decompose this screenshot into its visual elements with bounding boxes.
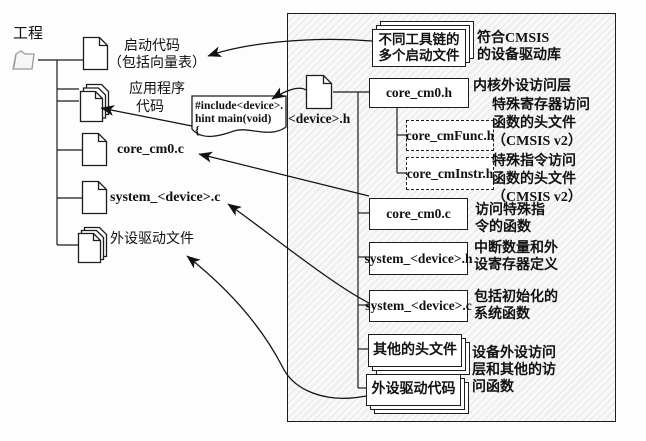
code-snippet-text: #include<device>. hint main(void) { [195, 100, 283, 138]
project-tree-lines [38, 59, 83, 246]
startup-file-icon [82, 36, 109, 71]
annotation-sys-init: 包括初始化的 系统函数 [474, 289, 558, 323]
annotation-dev-access-line1: 设备外设访问 [472, 346, 556, 361]
annotation-dev-access-line3: 问函数 [472, 380, 514, 395]
startup-code-label: 启动代码 [124, 39, 180, 54]
annotation-dev-access-line2: 层和其他的访 [472, 363, 556, 378]
tree-core-cm0c-label: core_cm0.c [117, 142, 184, 157]
app-code-label: 应用程序 [129, 82, 185, 97]
device-header-label: <device>.h [288, 111, 351, 126]
annotation-cmsis-lib-line1: 符合CMSIS [477, 31, 550, 46]
annotation-dev-access: 设备外设访问 层和其他的访 问函数 [472, 345, 556, 396]
startup-code-label2: （包括向量表） [108, 56, 206, 71]
annotation-instr-func: 特殊指令访问 函数的头文件 （CMSIS v2） [492, 153, 582, 207]
annotation-special-instr: 访问特殊指 令的函数 [475, 202, 545, 236]
system-device-file-icon [81, 180, 108, 215]
annotation-irq-reg: 中断数量和外 设寄存器定义 [474, 240, 558, 274]
system-device-h-box: system_<device>.h [365, 242, 473, 275]
annotation-core-access: 内核外设访问层 [473, 79, 571, 94]
system-device-c-box: system_<device>.c [365, 290, 472, 322]
annotation-instr-func-line2: 函数的头文件 [492, 172, 576, 187]
core-cm0c-file-icon [81, 132, 108, 167]
tree-periph-driver-files-label: 外设驱动文件 [110, 232, 194, 247]
other-headers-box: 其他的头文件 [368, 334, 462, 367]
core-cm0-c-box: core_cm0.c [369, 198, 468, 230]
annotation-sys-init-line2: 系统函数 [474, 307, 530, 322]
annotation-special-instr-line1: 访问特殊指 [475, 203, 545, 218]
code-line-3: { [195, 125, 200, 137]
annotation-reg-func-line2: 函数的头文件 [492, 116, 576, 131]
periph-code-box: 外设驱动代码 [366, 374, 461, 406]
code-line-1: #include<device>. [195, 100, 284, 112]
core-cmfunc-h-box: core_cmFunc.h [406, 120, 494, 151]
annotation-reg-func-line1: 特殊寄存器访问 [492, 98, 590, 113]
annotation-instr-func-line3: （CMSIS v2） [492, 190, 582, 205]
project-folder-icon [12, 50, 35, 70]
annotation-irq-reg-line2: 设寄存器定义 [474, 258, 558, 273]
tree-system-device-c-label: system_<device>.c [110, 190, 221, 205]
startup-files-line1: 不同工具链的 [378, 32, 460, 47]
core-cm0-h-box: core_cm0.h [369, 78, 469, 108]
annotation-cmsis-lib: 符合CMSIS 的设备驱动库 [477, 30, 561, 64]
annotation-sys-init-line1: 包括初始化的 [474, 290, 558, 305]
periph-driver-files-icon [77, 226, 108, 264]
annotation-special-instr-line2: 令的函数 [475, 220, 531, 235]
code-line-2: hint main(void) [195, 112, 272, 125]
annotation-reg-func-line3: （CMSIS v2） [492, 134, 582, 149]
app-code-files-icon [79, 83, 110, 123]
annotation-reg-func: 特殊寄存器访问 函数的头文件 （CMSIS v2） [492, 97, 590, 151]
core-cminstr-h-box: core_cmInstr.h [406, 157, 494, 190]
annotation-cmsis-lib-line2: 的设备驱动库 [477, 48, 561, 63]
startup-files-line2: 多个启动文件 [378, 48, 460, 63]
startup-files-box: 不同工具链的 多个启动文件 [372, 29, 466, 67]
app-code-label2: 代码 [136, 100, 164, 115]
project-root-label: 工程 [13, 26, 44, 42]
annotation-instr-func-line1: 特殊指令访问 [492, 154, 576, 169]
annotation-irq-reg-line1: 中断数量和外 [474, 241, 558, 256]
